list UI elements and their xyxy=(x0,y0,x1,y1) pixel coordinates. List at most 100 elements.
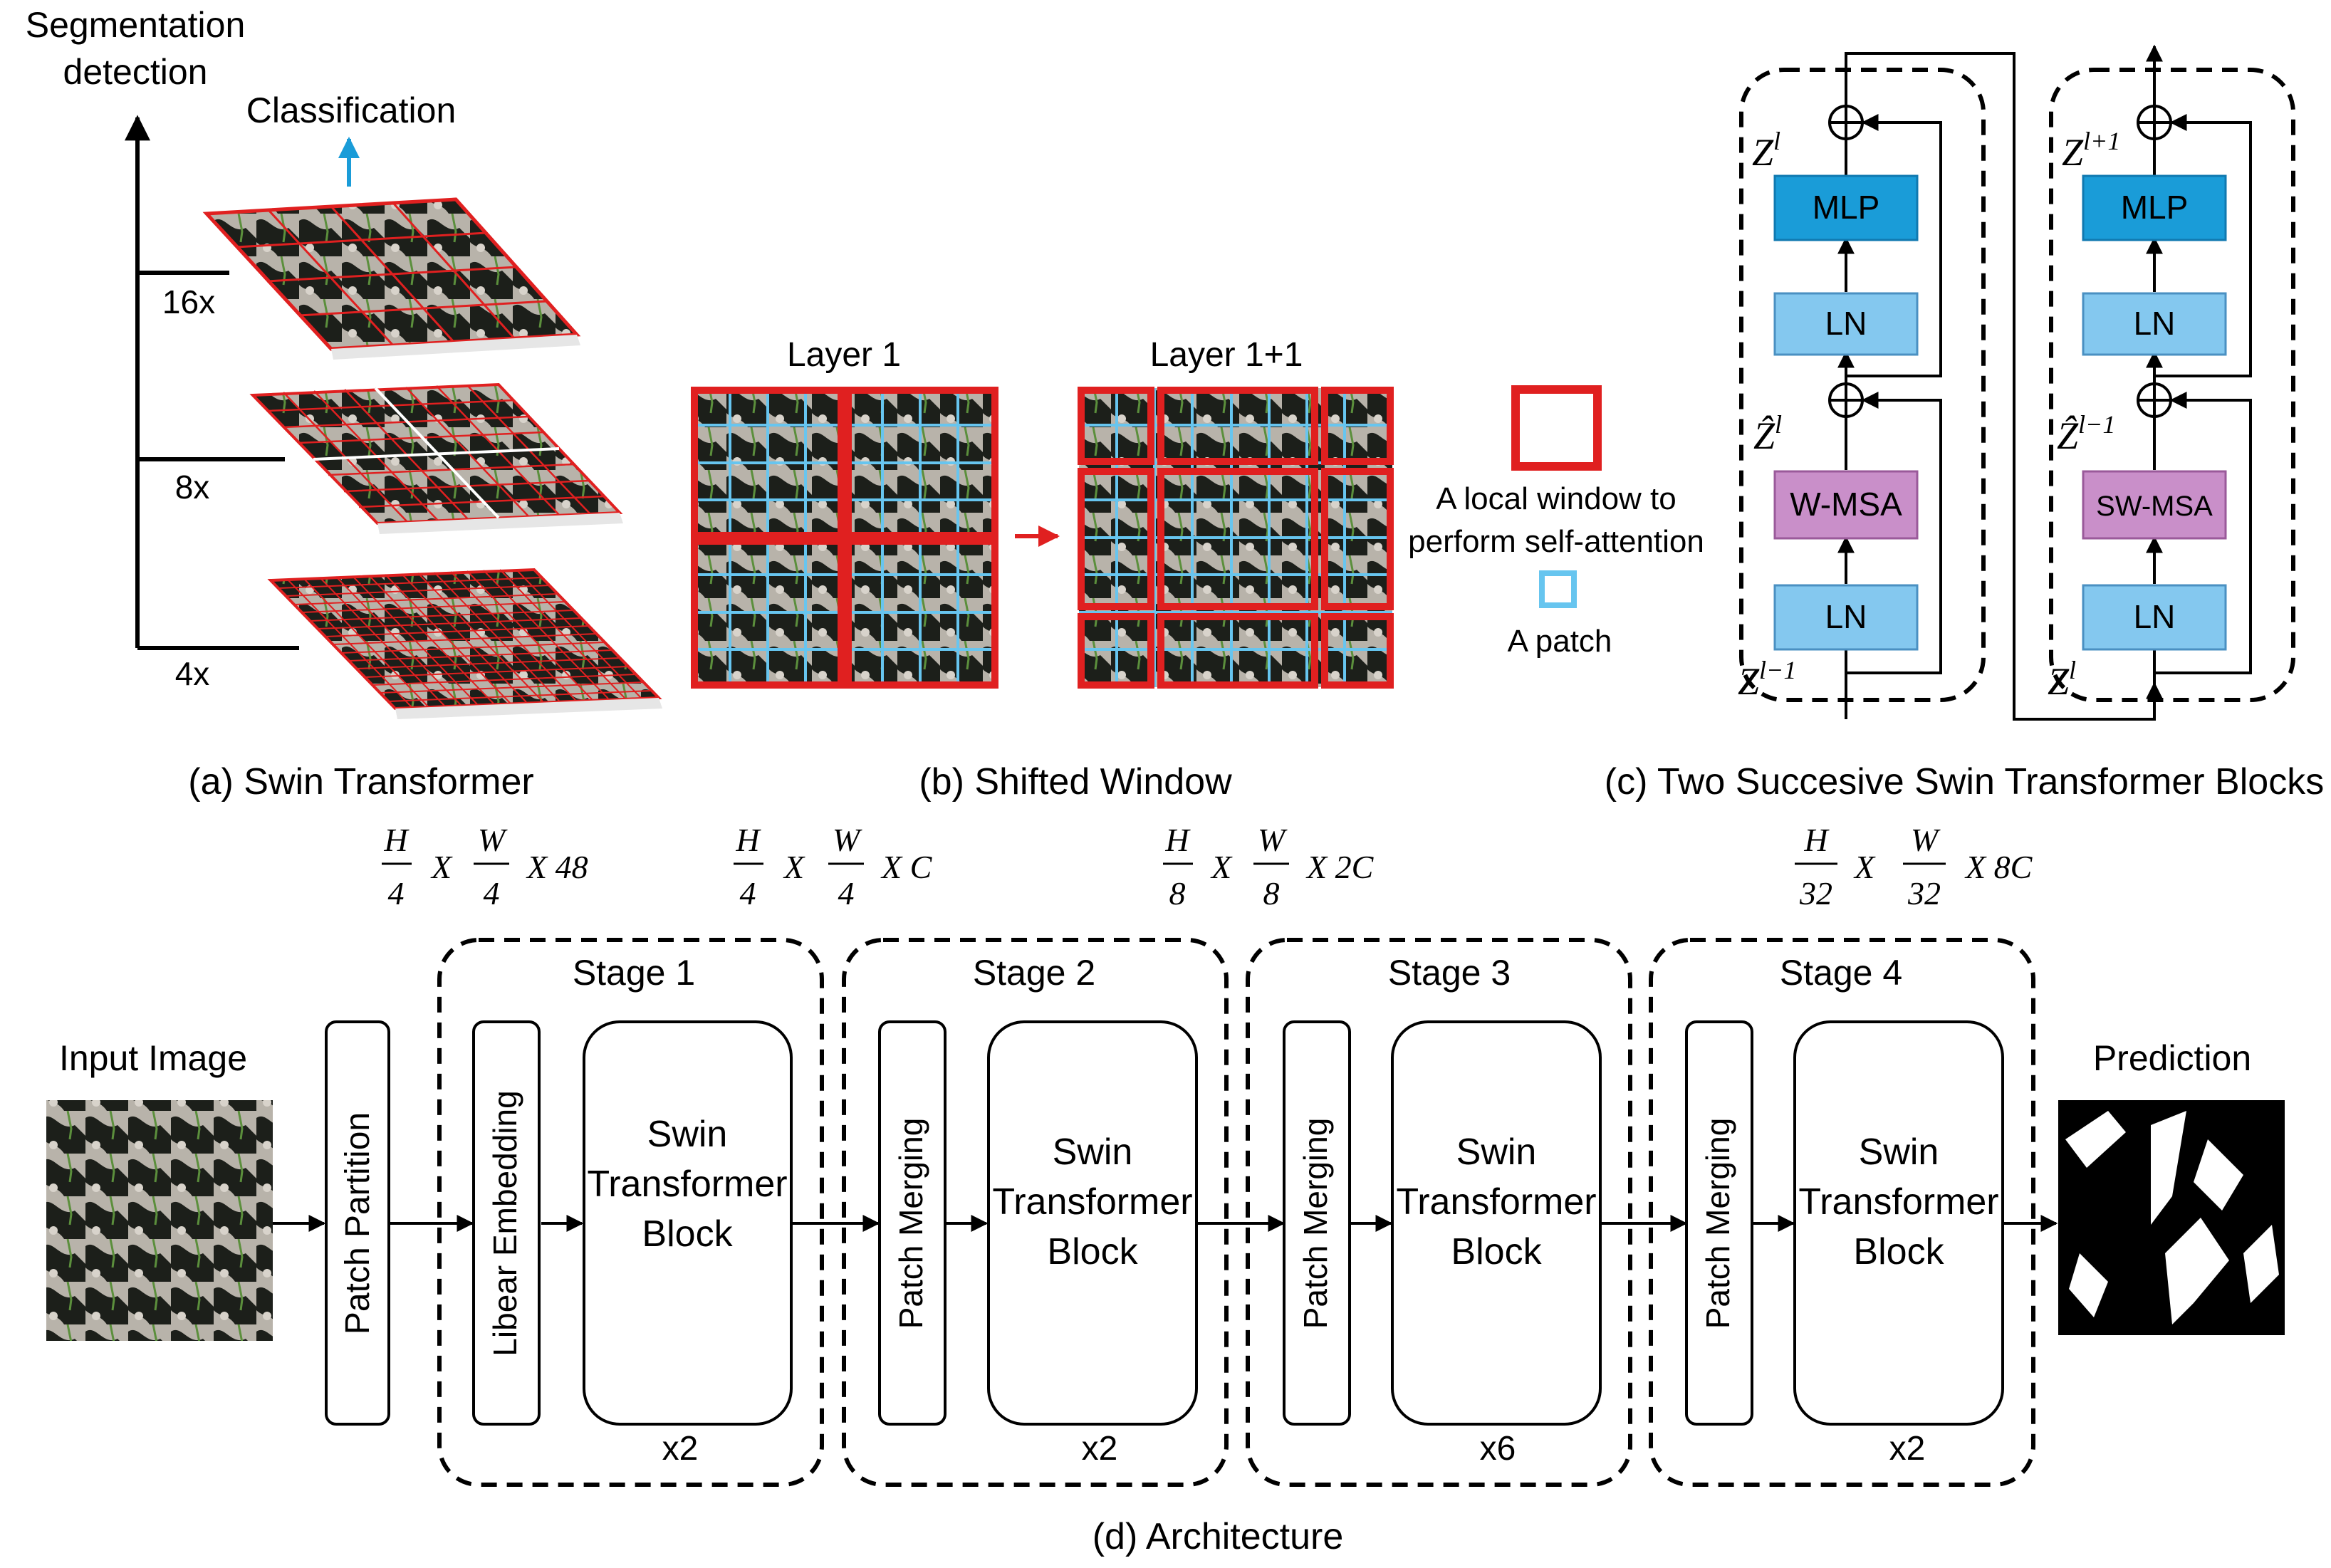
stage-2: Stage 2 Patch Merging Swin Transformer B… xyxy=(842,938,1229,1487)
svg-text:Transformer: Transformer xyxy=(1396,1181,1596,1223)
svg-text:Swin: Swin xyxy=(1053,1131,1133,1173)
svg-text:X C: X C xyxy=(880,849,933,885)
svg-text:X: X xyxy=(1853,849,1876,885)
scale-4x: 4x xyxy=(175,655,210,692)
caption-c: (c) Two Succesive Swin Transformer Block… xyxy=(1605,761,2324,803)
svg-text:X 2C: X 2C xyxy=(1305,849,1375,885)
feature-map-4x xyxy=(267,568,662,719)
svg-text:Swin: Swin xyxy=(1859,1131,1939,1173)
scale-8x: 8x xyxy=(175,469,210,506)
prediction-label: Prediction xyxy=(2093,1038,2251,1078)
z-in-label: Zl−1 xyxy=(1738,656,1796,703)
mlp-label: MLP xyxy=(2121,189,2189,226)
ln-box xyxy=(1773,584,1919,651)
legend-window-swatch xyxy=(1511,385,1602,471)
svg-text:Transformer: Transformer xyxy=(587,1164,787,1205)
stage-1: Stage 1 Libear Embedding Swin Transforme… xyxy=(437,938,824,1487)
z-hat-label: Ẑl xyxy=(1753,410,1782,457)
segmentation-label: Segmentation xyxy=(26,5,246,45)
svg-text:W: W xyxy=(478,822,508,858)
svg-text:Transformer: Transformer xyxy=(992,1181,1192,1223)
stage-3-title: Stage 3 xyxy=(1388,953,1511,993)
svg-text:Block: Block xyxy=(642,1213,733,1255)
layer-2-label: Layer 1+1 xyxy=(1150,336,1303,374)
msa-box xyxy=(2082,470,2227,540)
svg-text:32: 32 xyxy=(1907,875,1941,911)
z-in-label: Zl xyxy=(2048,656,2076,703)
scale-16x: 16x xyxy=(162,283,215,320)
prediction-image xyxy=(2058,1100,2285,1335)
legend-window-line2: perform self-attention xyxy=(1408,524,1704,559)
patch-merging-label: Patch Merging xyxy=(1297,1118,1334,1329)
svg-text:Block: Block xyxy=(1853,1231,1944,1272)
svg-text:X: X xyxy=(430,849,453,885)
caption-a: (a) Swin Transformer xyxy=(188,761,533,803)
svg-text:H: H xyxy=(735,822,761,858)
svg-text:H: H xyxy=(1803,822,1830,858)
dim-stage-3: H 8 X W 8 X 2C xyxy=(1163,822,1375,911)
stage-2-title: Stage 2 xyxy=(973,953,1095,993)
ln-top-label: LN xyxy=(1825,305,1867,342)
dim-stage-2: H 4 X W 4 X C xyxy=(734,822,933,911)
legend-window-line1: A local window to xyxy=(1436,481,1676,516)
stage-2-repeat: x2 xyxy=(1082,1430,1118,1468)
panel-b: Layer 1 Layer 1+1 A local window to xyxy=(691,336,1704,803)
stage-3: Stage 3 Patch Merging Swin Transformer B… xyxy=(1246,938,1632,1487)
linear-embedding-label: Libear Embedding xyxy=(486,1090,523,1356)
input-image-label: Input Image xyxy=(59,1038,247,1078)
svg-text:8: 8 xyxy=(1169,875,1186,911)
feature-map-8x xyxy=(249,382,623,534)
svg-text:Swin: Swin xyxy=(1456,1131,1537,1173)
ln-box xyxy=(1773,292,1919,356)
svg-text:W: W xyxy=(1258,822,1288,858)
mlp-label: MLP xyxy=(1813,189,1880,226)
sw-msa-label: SW-MSA xyxy=(2096,491,2213,522)
layer-1-label: Layer 1 xyxy=(787,336,901,374)
legend-patch-label: A patch xyxy=(1508,624,1612,659)
swin-block-2: LN SW-MSA LN MLP Zl+1 Ẑl−1 Zl xyxy=(2048,44,2295,719)
svg-text:X 48: X 48 xyxy=(526,849,588,885)
svg-text:4: 4 xyxy=(484,875,500,911)
svg-text:4: 4 xyxy=(740,875,756,911)
svg-text:Block: Block xyxy=(1451,1231,1542,1272)
dim-stage-4: H 32 X W 32 X 8C xyxy=(1795,822,2033,911)
z-out-label: Zl+1 xyxy=(2062,127,2120,174)
patch-partition-label: Patch Partition xyxy=(339,1112,377,1334)
stage-1-repeat: x2 xyxy=(662,1430,699,1468)
w-msa-label: W-MSA xyxy=(1790,486,1902,523)
detection-label: detection xyxy=(63,52,208,92)
svg-text:X 8C: X 8C xyxy=(1964,849,2033,885)
svg-text:H: H xyxy=(1164,822,1191,858)
ln-box xyxy=(2082,584,2227,651)
panel-a: Segmentation detection 16x 8x 4x Classif… xyxy=(26,5,662,803)
legend-patch-swatch xyxy=(1539,570,1577,608)
msa-box xyxy=(1773,470,1919,540)
z-hat-label: Ẑl−1 xyxy=(2057,410,2115,457)
ln-top-label: LN xyxy=(2134,305,2176,342)
svg-text:Transformer: Transformer xyxy=(1798,1181,1998,1223)
ln-bottom-label: LN xyxy=(2134,598,2176,635)
svg-text:4: 4 xyxy=(838,875,855,911)
ln-box xyxy=(2082,292,2227,356)
stage-1-title: Stage 1 xyxy=(573,953,695,993)
dim-stage-1: H 4 X W 4 X 48 xyxy=(382,822,588,911)
svg-text:Swin: Swin xyxy=(647,1114,728,1155)
input-image xyxy=(46,1100,273,1341)
caption-b: (b) Shifted Window xyxy=(919,761,1232,803)
svg-text:X: X xyxy=(1210,849,1233,885)
swin-block-1: LN W-MSA LN MLP Zl Ẑl Zl−1 xyxy=(1738,68,1986,719)
z-out-label: Zl xyxy=(1752,127,1780,174)
svg-text:4: 4 xyxy=(388,875,405,911)
caption-d: (d) Architecture xyxy=(1093,1516,1344,1557)
panel-d: H 4 X W 4 X 48 H 4 X W 4 X C H 8 X W 8 xyxy=(46,822,2285,1557)
svg-text:W: W xyxy=(833,822,862,858)
panel-c: LN W-MSA LN MLP Zl Ẑl Zl−1 xyxy=(1605,44,2324,803)
svg-text:8: 8 xyxy=(1263,875,1280,911)
ln-bottom-label: LN xyxy=(1825,598,1867,635)
svg-text:Block: Block xyxy=(1047,1231,1138,1272)
svg-text:H: H xyxy=(383,822,410,858)
svg-text:X: X xyxy=(783,849,805,885)
feature-map-16x xyxy=(202,197,581,360)
stage-4: Stage 4 Patch Merging Swin Transformer B… xyxy=(1649,938,2035,1487)
